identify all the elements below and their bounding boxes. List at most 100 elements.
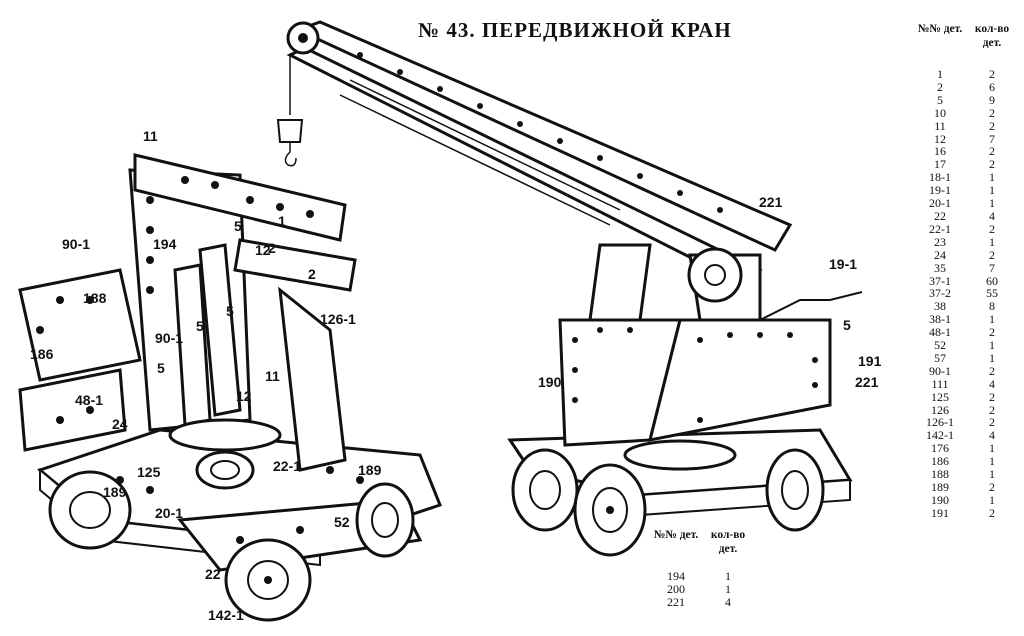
part-quantity: 4 <box>989 376 995 391</box>
table-row: 37-2 55 <box>914 287 1018 300</box>
part-number: 17 <box>934 157 946 172</box>
cab-right-panel <box>647 318 832 442</box>
part-number: 126-1 <box>926 415 954 430</box>
callout-label: 190 <box>538 374 562 390</box>
table-row: 52 1 <box>914 339 1018 352</box>
callout-label: 2 <box>268 240 276 256</box>
column-header-part: №№ дет. <box>917 23 963 35</box>
callout-label: 221 <box>759 194 783 210</box>
part-number: 90-1 <box>929 363 951 378</box>
part-quantity: 2 <box>989 105 995 120</box>
callout-label: 5 <box>234 218 242 234</box>
part-quantity: 8 <box>989 299 995 314</box>
part-number: 35 <box>934 260 946 275</box>
part-number: 221 <box>667 594 685 609</box>
part-quantity: 1 <box>989 467 995 482</box>
part-quantity: 9 <box>989 92 995 107</box>
callout-label: 90-1 <box>62 236 91 252</box>
part-number: 16 <box>934 144 946 159</box>
part-number: 190 <box>931 492 949 507</box>
part-quantity: 2 <box>989 67 995 81</box>
callout-label: 186 <box>30 346 54 362</box>
callout-label: 52 <box>334 514 350 530</box>
part-number: 125 <box>931 389 949 404</box>
table-row: 35 7 <box>914 260 1018 275</box>
column-header-part: №№ дет. <box>653 529 699 541</box>
callout-label: 2 <box>308 266 316 282</box>
part-number: 126 <box>931 402 949 417</box>
part-quantity: 2 <box>989 247 995 262</box>
wheel <box>573 463 647 557</box>
part-quantity: 2 <box>989 325 995 340</box>
callout-label: 12 <box>236 388 252 404</box>
wheel <box>48 470 132 550</box>
part-quantity: 2 <box>989 505 995 520</box>
part-quantity: 2 <box>989 221 995 236</box>
callout-label: 142-1 <box>208 607 244 623</box>
part-number: 37-1 <box>929 273 951 288</box>
callout-label: 5 <box>157 360 165 376</box>
callout-label: 194 <box>153 236 177 252</box>
turntable <box>623 439 737 471</box>
part-number: 24 <box>934 247 946 262</box>
callout-label: 189 <box>358 462 382 478</box>
part-quantity: 1 <box>725 581 731 596</box>
part-number: 11 <box>934 118 946 133</box>
assembled-crane <box>507 243 863 557</box>
part-number: 5 <box>937 92 943 107</box>
callout-label: 20-1 <box>155 505 184 521</box>
part-quantity: 4 <box>725 594 731 609</box>
wheel <box>355 482 415 558</box>
callout-label: 24 <box>112 416 128 432</box>
turntable <box>168 418 282 490</box>
part-quantity: 2 <box>989 363 995 378</box>
part-number: 23 <box>934 234 946 249</box>
part-number: 37-2 <box>929 286 951 301</box>
part-quantity: 7 <box>989 260 995 275</box>
wheel <box>224 538 312 622</box>
part-quantity: 1 <box>989 454 995 469</box>
wheel <box>765 448 825 532</box>
callout-label: 19-1 <box>829 256 858 272</box>
wheel <box>511 448 579 532</box>
boom <box>286 20 793 287</box>
part-number: 189 <box>931 480 949 494</box>
callout-label: 11 <box>265 368 280 384</box>
part-quantity: 1 <box>989 234 995 249</box>
top-strip <box>133 153 347 242</box>
part-number: 52 <box>934 338 946 353</box>
table-row: 23 1 <box>914 234 1018 249</box>
callout-label: 22 <box>205 566 221 582</box>
part-quantity: 55 <box>986 286 998 301</box>
part-number: 191 <box>931 505 949 520</box>
part-quantity: 1 <box>725 569 731 583</box>
callout-label: 48-1 <box>75 392 104 408</box>
part-quantity: 2 <box>989 402 995 417</box>
callout-label: 5 <box>226 303 234 319</box>
hook <box>276 55 304 167</box>
part-quantity: 7 <box>989 131 995 146</box>
part-quantity: 1 <box>989 492 995 507</box>
part-quantity: 1 <box>989 338 995 353</box>
table-row: 221 4 <box>650 594 754 609</box>
part-number: 194 <box>667 569 685 583</box>
part-number: 200 <box>667 581 685 596</box>
part-number: 188 <box>931 467 949 482</box>
